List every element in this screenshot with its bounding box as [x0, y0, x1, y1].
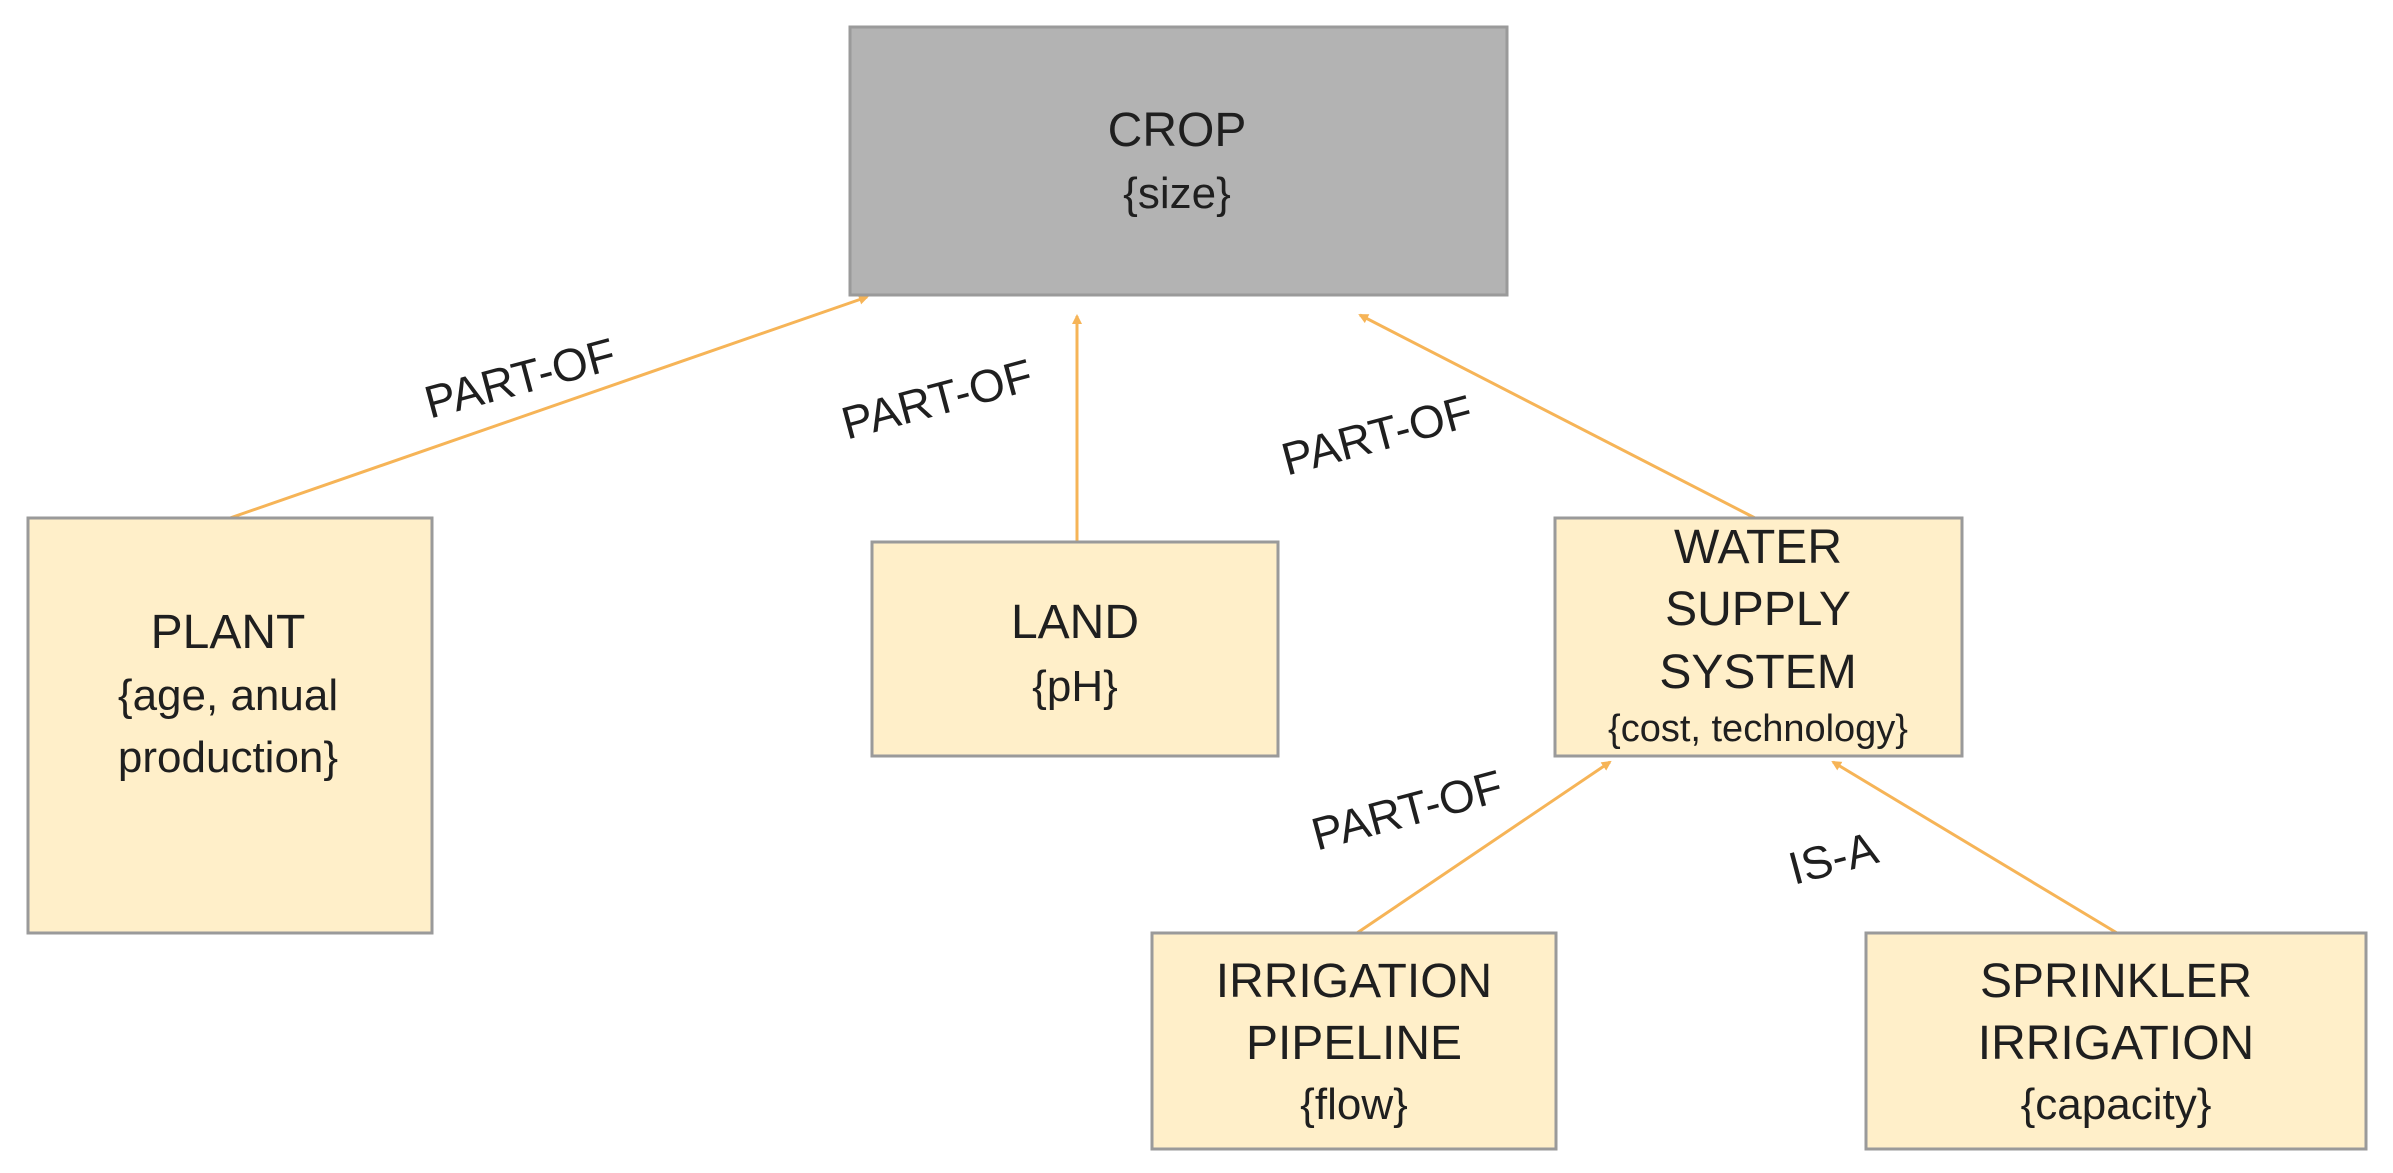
node-crop-box — [848, 25, 1509, 297]
node-land: LAND {pH} — [870, 540, 1280, 758]
node-plant: PLANT {age, anual production} — [26, 516, 434, 935]
node-sprinkler-title-line1: SPRINKLER — [1980, 955, 2252, 1008]
edge-plant-to-crop — [229, 294, 869, 520]
node-plant-attr-line2: production} — [118, 733, 338, 782]
node-plant-attr-line1: {age, anual — [118, 671, 338, 720]
edge-sprinkler-to-water — [1831, 760, 2118, 935]
node-land-box — [870, 540, 1280, 758]
edge-label-land-crop: PART-OF — [836, 349, 1038, 450]
node-sprinkler-attr: {capacity} — [2021, 1080, 2212, 1129]
node-water-title-line2: SUPPLY — [1665, 583, 1851, 636]
node-pipeline-box — [1150, 931, 1558, 1151]
node-crop: CROP {size} — [848, 25, 1509, 297]
node-water-title-line1: WATER — [1674, 521, 1842, 574]
node-pipeline-title-line1: IRRIGATION — [1216, 955, 1492, 1008]
node-crop-attr: {size} — [1123, 169, 1231, 218]
edge-label-sprinkler-water: IS-A — [1783, 821, 1883, 894]
node-sprinkler-title-line2: IRRIGATION — [1978, 1017, 2254, 1070]
node-pipeline-title-line2: PIPELINE — [1246, 1017, 1462, 1070]
edge-water-to-crop — [1358, 313, 1756, 520]
edge-label-water-crop: PART-OF — [1276, 385, 1478, 486]
node-plant-title: PLANT — [151, 606, 306, 659]
node-irrigation-pipeline: IRRIGATION PIPELINE {flow} — [1150, 931, 1558, 1151]
node-water-supply-system: WATER SUPPLY SYSTEM {cost, technology} — [1553, 516, 1964, 758]
node-water-attr: {cost, technology} — [1608, 708, 1908, 750]
node-land-title: LAND — [1011, 596, 1139, 649]
edges — [229, 294, 2118, 935]
node-sprinkler-irrigation: SPRINKLER IRRIGATION {capacity} — [1864, 931, 2368, 1151]
node-pipeline-attr: {flow} — [1300, 1080, 1408, 1129]
node-land-attr: {pH} — [1032, 662, 1118, 711]
node-sprinkler-box — [1864, 931, 2368, 1151]
node-crop-title: CROP — [1108, 104, 1247, 157]
edge-label-pipeline-water: PART-OF — [1306, 760, 1508, 861]
node-water-title-line3: SYSTEM — [1659, 646, 1856, 699]
node-plant-box — [26, 516, 434, 935]
node-water-box — [1553, 516, 1964, 758]
edge-pipeline-to-water — [1356, 760, 1612, 935]
edge-label-plant-crop: PART-OF — [419, 328, 621, 429]
